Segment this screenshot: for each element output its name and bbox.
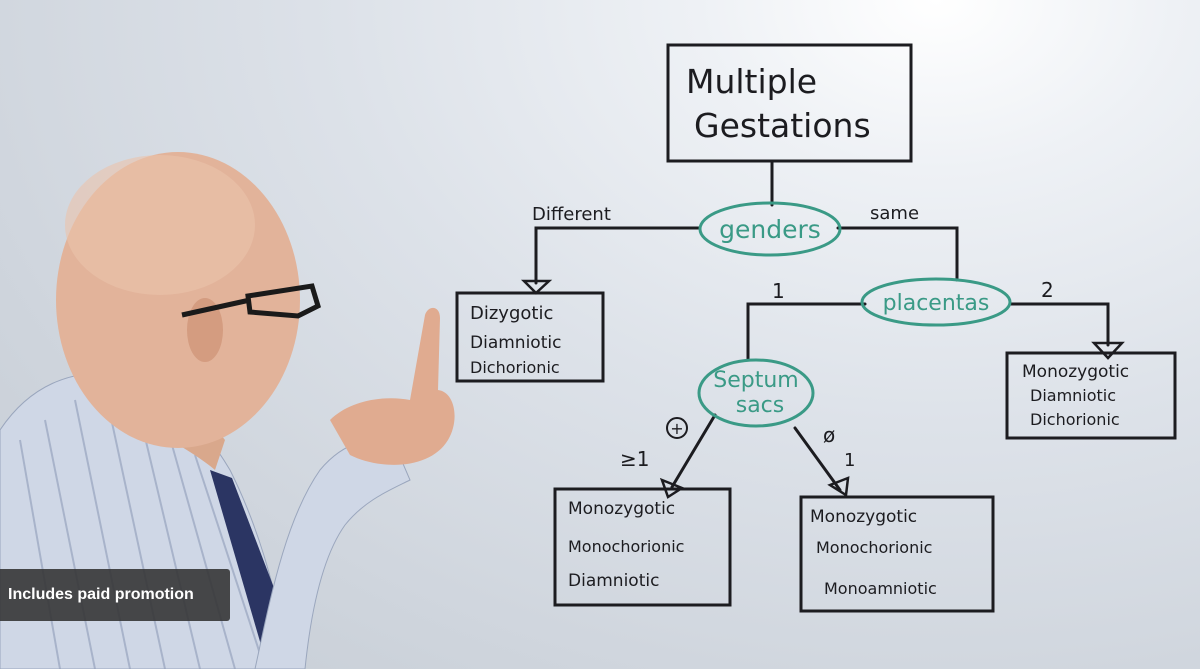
septum-label-line-1: Septum <box>713 368 798 393</box>
box-dizygotic-line-3: Dichorionic <box>470 358 560 377</box>
septum-one-label: 1 <box>844 450 855 471</box>
septum-ge1-label: ≥1 <box>620 447 649 471</box>
box-dizygotic <box>455 291 605 383</box>
box-mono-diamniotic-line-3: Diamniotic <box>568 571 659 591</box>
presenter-arm <box>254 439 411 669</box>
box-mono-diamniotic <box>553 487 732 607</box>
septum-node <box>697 358 815 428</box>
genders-label: genders <box>719 215 821 244</box>
box-mono-monoamniotic <box>799 495 995 613</box>
paid-promotion-badge[interactable]: Includes paid promotion <box>0 569 230 621</box>
arrow-dizygotic <box>520 279 553 295</box>
line-different <box>534 226 702 285</box>
genders-node <box>698 201 842 257</box>
box-dizygotic-line-1: Dizygotic <box>470 303 553 324</box>
septum-plus-circle <box>666 417 688 439</box>
branch-different-label: Different <box>532 204 611 225</box>
placentas-two-label: 2 <box>1041 278 1054 302</box>
box-mono-dichorionic-line-2: Diamniotic <box>1030 386 1116 405</box>
title-line-2: Gestations <box>694 106 871 145</box>
paid-promotion-label: Includes paid promotion <box>8 586 194 603</box>
septum-label-line-2: sacs <box>736 393 785 418</box>
title-box <box>666 43 913 163</box>
box-mono-monoamniotic-line-2: Monochorionic <box>816 538 932 557</box>
box-dizygotic-line-2: Diamniotic <box>470 333 561 353</box>
branch-same-label: same <box>870 203 919 224</box>
line-septum-plus <box>670 413 717 489</box>
line-septum-zero <box>793 426 842 492</box>
arrow-monoamniotic <box>827 476 850 498</box>
line-placentas-two <box>1008 302 1110 347</box>
presenter-hand <box>330 307 455 465</box>
box-mono-diamniotic-line-2: Monochorionic <box>568 537 684 556</box>
box-mono-dichorionic-line-3: Dichorionic <box>1030 410 1120 429</box>
line-same <box>836 226 959 282</box>
placentas-label: placentas <box>883 291 990 316</box>
box-mono-diamniotic-line-1: Monozygotic <box>568 499 675 519</box>
presenter-glasses <box>181 283 321 319</box>
title-line-1: Multiple <box>686 62 817 101</box>
placentas-one-label: 1 <box>772 279 785 303</box>
septum-zero-label: ø <box>823 423 835 447</box>
arrow-dichorionic <box>1091 341 1125 360</box>
line-placentas-one <box>746 302 867 362</box>
placentas-node <box>860 277 1012 327</box>
box-mono-monoamniotic-line-3: Monoamniotic <box>824 579 937 598</box>
box-mono-dichorionic-line-1: Monozygotic <box>1022 362 1129 382</box>
septum-plus-label: + <box>670 419 683 438</box>
box-mono-monoamniotic-line-1: Monozygotic <box>810 507 917 527</box>
box-mono-dichorionic <box>1005 351 1177 440</box>
